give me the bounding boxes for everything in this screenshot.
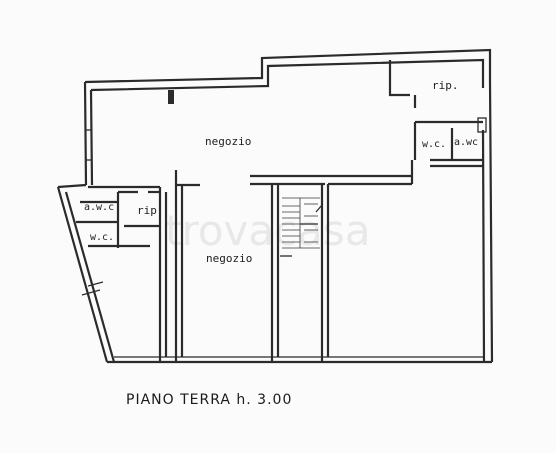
staircase — [282, 197, 320, 249]
label-wc-right: w.c. — [422, 139, 446, 150]
watermark-text: trovacasa — [165, 206, 371, 255]
label-negozio-lower: negozio — [206, 252, 252, 265]
openings — [81, 129, 323, 296]
interior-walls — [76, 60, 487, 362]
room-labels: negozio negozio rip. rip w.c. a.wc a.w.c… — [84, 79, 478, 265]
floor-caption: PIANO TERRA h. 3.00 — [126, 392, 292, 408]
label-antewc-left: a.w.c — [84, 202, 114, 213]
label-wc-left: w.c. — [90, 232, 114, 243]
label-rip-left: rip — [137, 204, 157, 217]
label-antewc-right: a.wc — [454, 137, 478, 148]
label-rip-right: rip. — [432, 79, 459, 92]
label-negozio-upper: negozio — [205, 135, 251, 148]
